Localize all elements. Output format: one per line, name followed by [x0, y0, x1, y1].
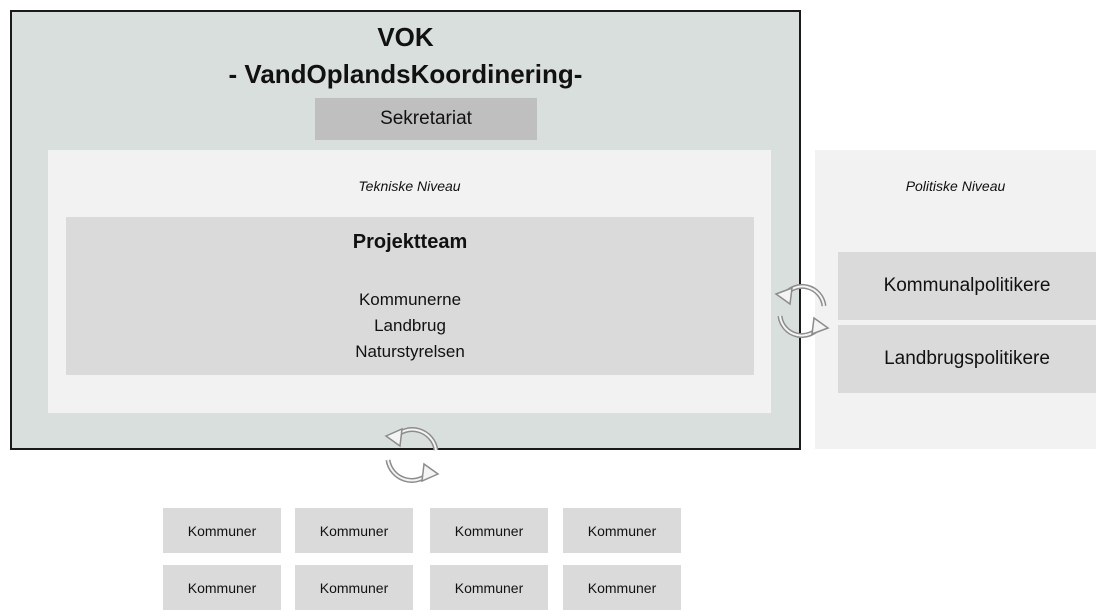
municipality-box: Kommuner: [563, 565, 681, 610]
project-team-title: Projektteam: [352, 231, 468, 253]
municipality-label: Kommuner: [187, 522, 257, 539]
municipality-label: Kommuner: [319, 579, 389, 596]
municipality-label: Kommuner: [454, 522, 524, 539]
secretariat-label: Sekretariat: [380, 108, 472, 129]
project-team-member: Naturstyrelsen: [355, 342, 465, 361]
vok-subtitle: - VandOplandsKoordinering-: [228, 59, 583, 89]
project-team-box: [66, 217, 754, 375]
project-team-member: Landbrug: [374, 316, 446, 335]
political-level-label: Politiske Niveau: [905, 178, 1006, 194]
project-team-member: Kommunerne: [358, 290, 462, 309]
political-box-municipal: Kommunalpolitikere: [838, 252, 1096, 320]
municipality-label: Kommuner: [587, 579, 657, 596]
secretariat-box: Sekretariat: [315, 98, 537, 140]
political-box-label: Kommunalpolitikere: [883, 275, 1051, 296]
political-box-label: Landbrugspolitikere: [884, 348, 1050, 369]
municipality-box: Kommuner: [430, 565, 548, 610]
technical-level-label: Tekniske Niveau: [358, 178, 461, 194]
municipality-label: Kommuner: [587, 522, 657, 539]
cycle-arrows-icon: [774, 284, 830, 338]
political-box-agriculture: Landbrugspolitikere: [838, 325, 1096, 393]
cycle-arrows-icon: [384, 427, 440, 483]
municipality-box: Kommuner: [430, 508, 548, 553]
municipality-label: Kommuner: [319, 522, 389, 539]
vok-title: VOK: [377, 22, 434, 52]
municipality-label: Kommuner: [454, 579, 524, 596]
municipality-box: Kommuner: [295, 508, 413, 553]
municipality-box: Kommuner: [563, 508, 681, 553]
municipality-box: Kommuner: [163, 565, 281, 610]
municipality-label: Kommuner: [187, 579, 257, 596]
municipality-box: Kommuner: [163, 508, 281, 553]
municipality-box: Kommuner: [295, 565, 413, 610]
